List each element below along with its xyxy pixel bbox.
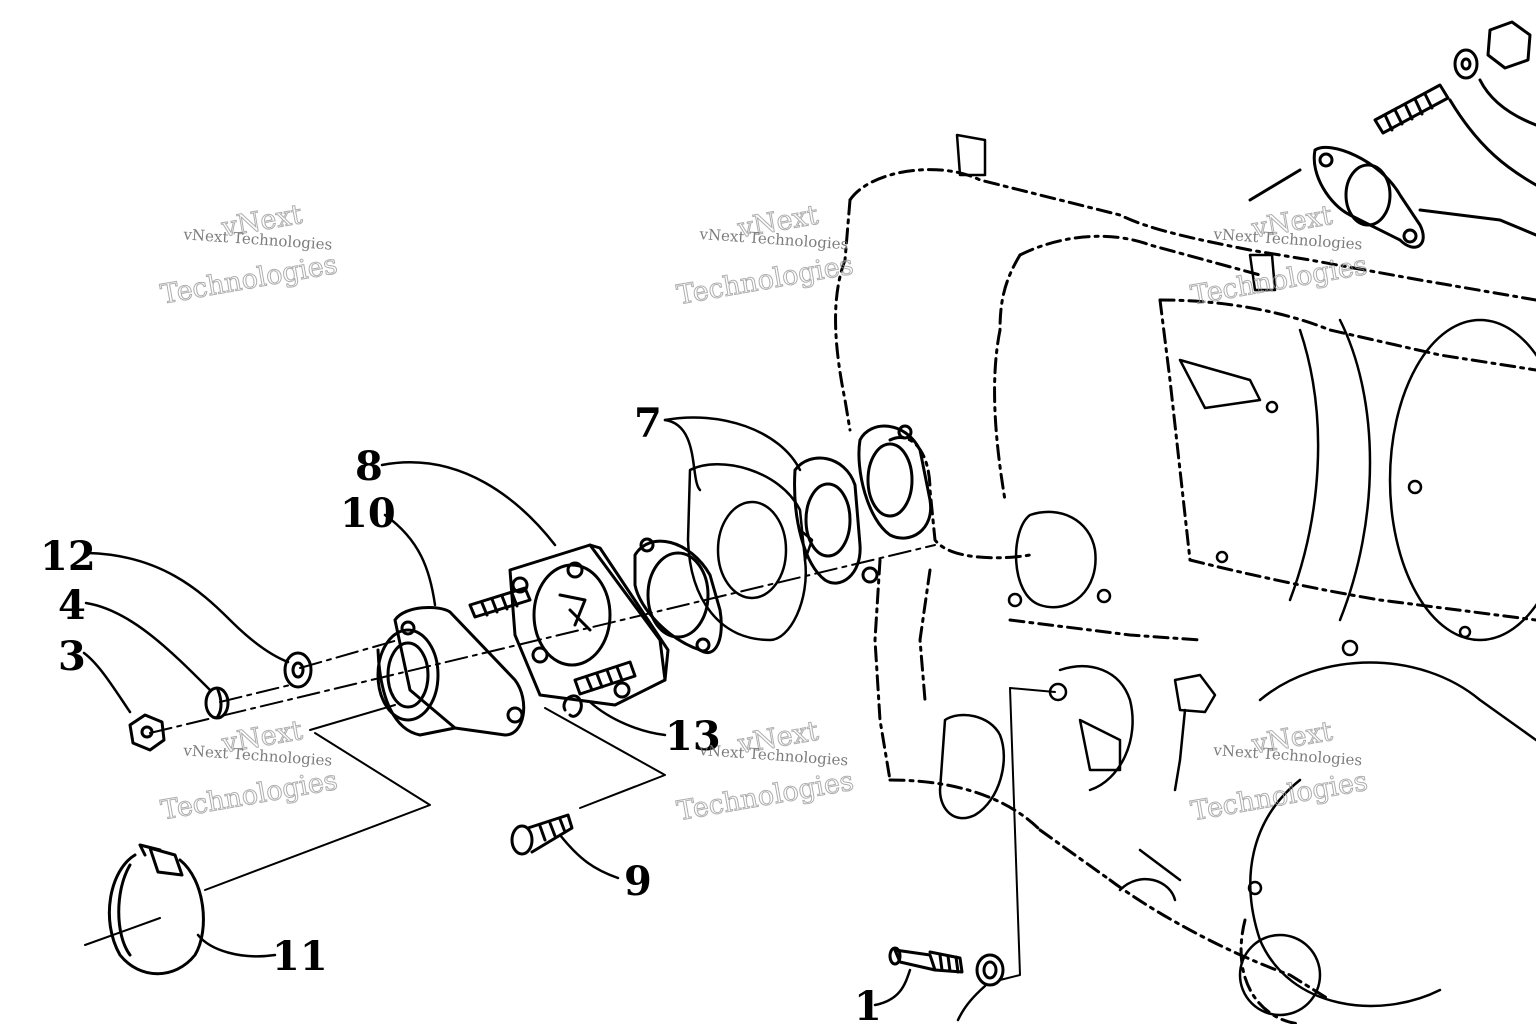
callout-9: 9 — [624, 858, 652, 905]
watermark-brand-bottom: Technologies — [1189, 766, 1370, 828]
callout-10: 10 — [340, 490, 396, 537]
adapter-flange-10 — [376, 606, 526, 737]
watermark-company: vNext Technologies — [182, 741, 333, 769]
gasket-7d — [857, 424, 933, 540]
callout-8: 8 — [355, 443, 383, 490]
washer-fitting — [975, 953, 1005, 987]
stud-upper — [468, 586, 532, 619]
nut-3 — [128, 713, 166, 752]
watermark-brand-bottom: Technologies — [675, 766, 856, 828]
fitting-1 — [888, 946, 964, 974]
hose-clamp-11 — [107, 843, 205, 976]
bolt-9 — [510, 813, 574, 856]
lock-washer-4 — [204, 686, 230, 720]
centerlines — [149, 544, 936, 734]
engine-block — [834, 168, 1536, 1024]
watermark-brand-bottom: Technologies — [158, 249, 339, 311]
watermark-4: vNext vNext Technologies Technologies — [158, 715, 340, 828]
callouts: 1 3 4 7 8 9 10 11 12 13 — [40, 400, 882, 1024]
callout-12: 12 — [40, 533, 96, 580]
watermark-6: vNext vNext Technologies Technologies — [1188, 715, 1370, 828]
watermark-company: vNext Technologies — [698, 225, 849, 253]
callout-11: 11 — [272, 933, 328, 980]
watermark-brand-bottom: Technologies — [1188, 250, 1369, 312]
watermark-1: vNext vNext Technologies Technologies — [158, 199, 340, 312]
watermark-2: vNext vNext Technologies Technologies — [674, 199, 856, 312]
watermark-brand-bottom: Technologies — [674, 250, 855, 312]
upper-flange-hardware — [1248, 20, 1536, 249]
watermark-brand-bottom: Technologies — [159, 765, 340, 827]
clip-13 — [562, 694, 583, 718]
gasket-7c — [793, 456, 879, 585]
engine-details — [938, 133, 1536, 1017]
washer-12 — [283, 651, 313, 689]
callout-13: 13 — [665, 713, 721, 760]
watermark-company: vNext Technologies — [182, 225, 333, 253]
watermark-company: vNext Technologies — [1212, 741, 1363, 769]
leader-lines — [82, 416, 987, 1022]
gasket-7a — [633, 537, 723, 654]
stud-lower — [573, 660, 637, 696]
assembly-lines — [84, 687, 1056, 981]
watermark-company: vNext Technologies — [1212, 225, 1363, 253]
callout-1: 1 — [854, 983, 882, 1024]
watermark-company: vNext Technologies — [698, 741, 849, 769]
callout-3: 3 — [58, 633, 86, 680]
callout-7: 7 — [634, 400, 662, 447]
callout-4: 4 — [58, 582, 86, 629]
